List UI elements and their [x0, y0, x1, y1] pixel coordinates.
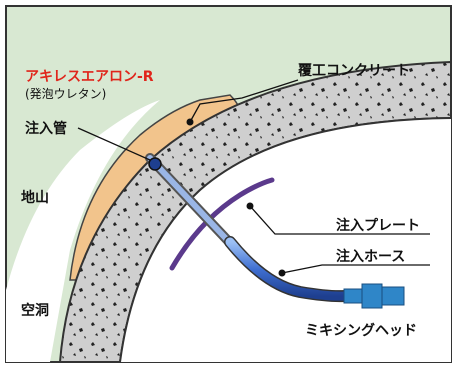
product-name-label: アキレスエアロン-R: [25, 69, 154, 85]
mixing-head-label: ミキシングヘッド: [305, 323, 417, 339]
mixing-head: [343, 283, 405, 309]
pipe-tip: [148, 157, 162, 171]
leader-lines: [77, 79, 430, 274]
concrete-inner-edge: [119, 117, 452, 363]
injection-plate-label: 注入プレート: [336, 218, 420, 234]
injection-pipe-label: 注入管: [25, 121, 67, 137]
ground-label: 地山: [21, 190, 49, 206]
cavity-label: 空洞: [21, 303, 49, 319]
lining-concrete-label: 覆工コンクリート: [298, 63, 410, 79]
injection-hose-label: 注入ホース: [336, 249, 406, 265]
product-desc-label: (発泡ウレタン): [25, 87, 107, 101]
injection-plate: [169, 177, 275, 271]
cavity-region: [6, 100, 160, 362]
